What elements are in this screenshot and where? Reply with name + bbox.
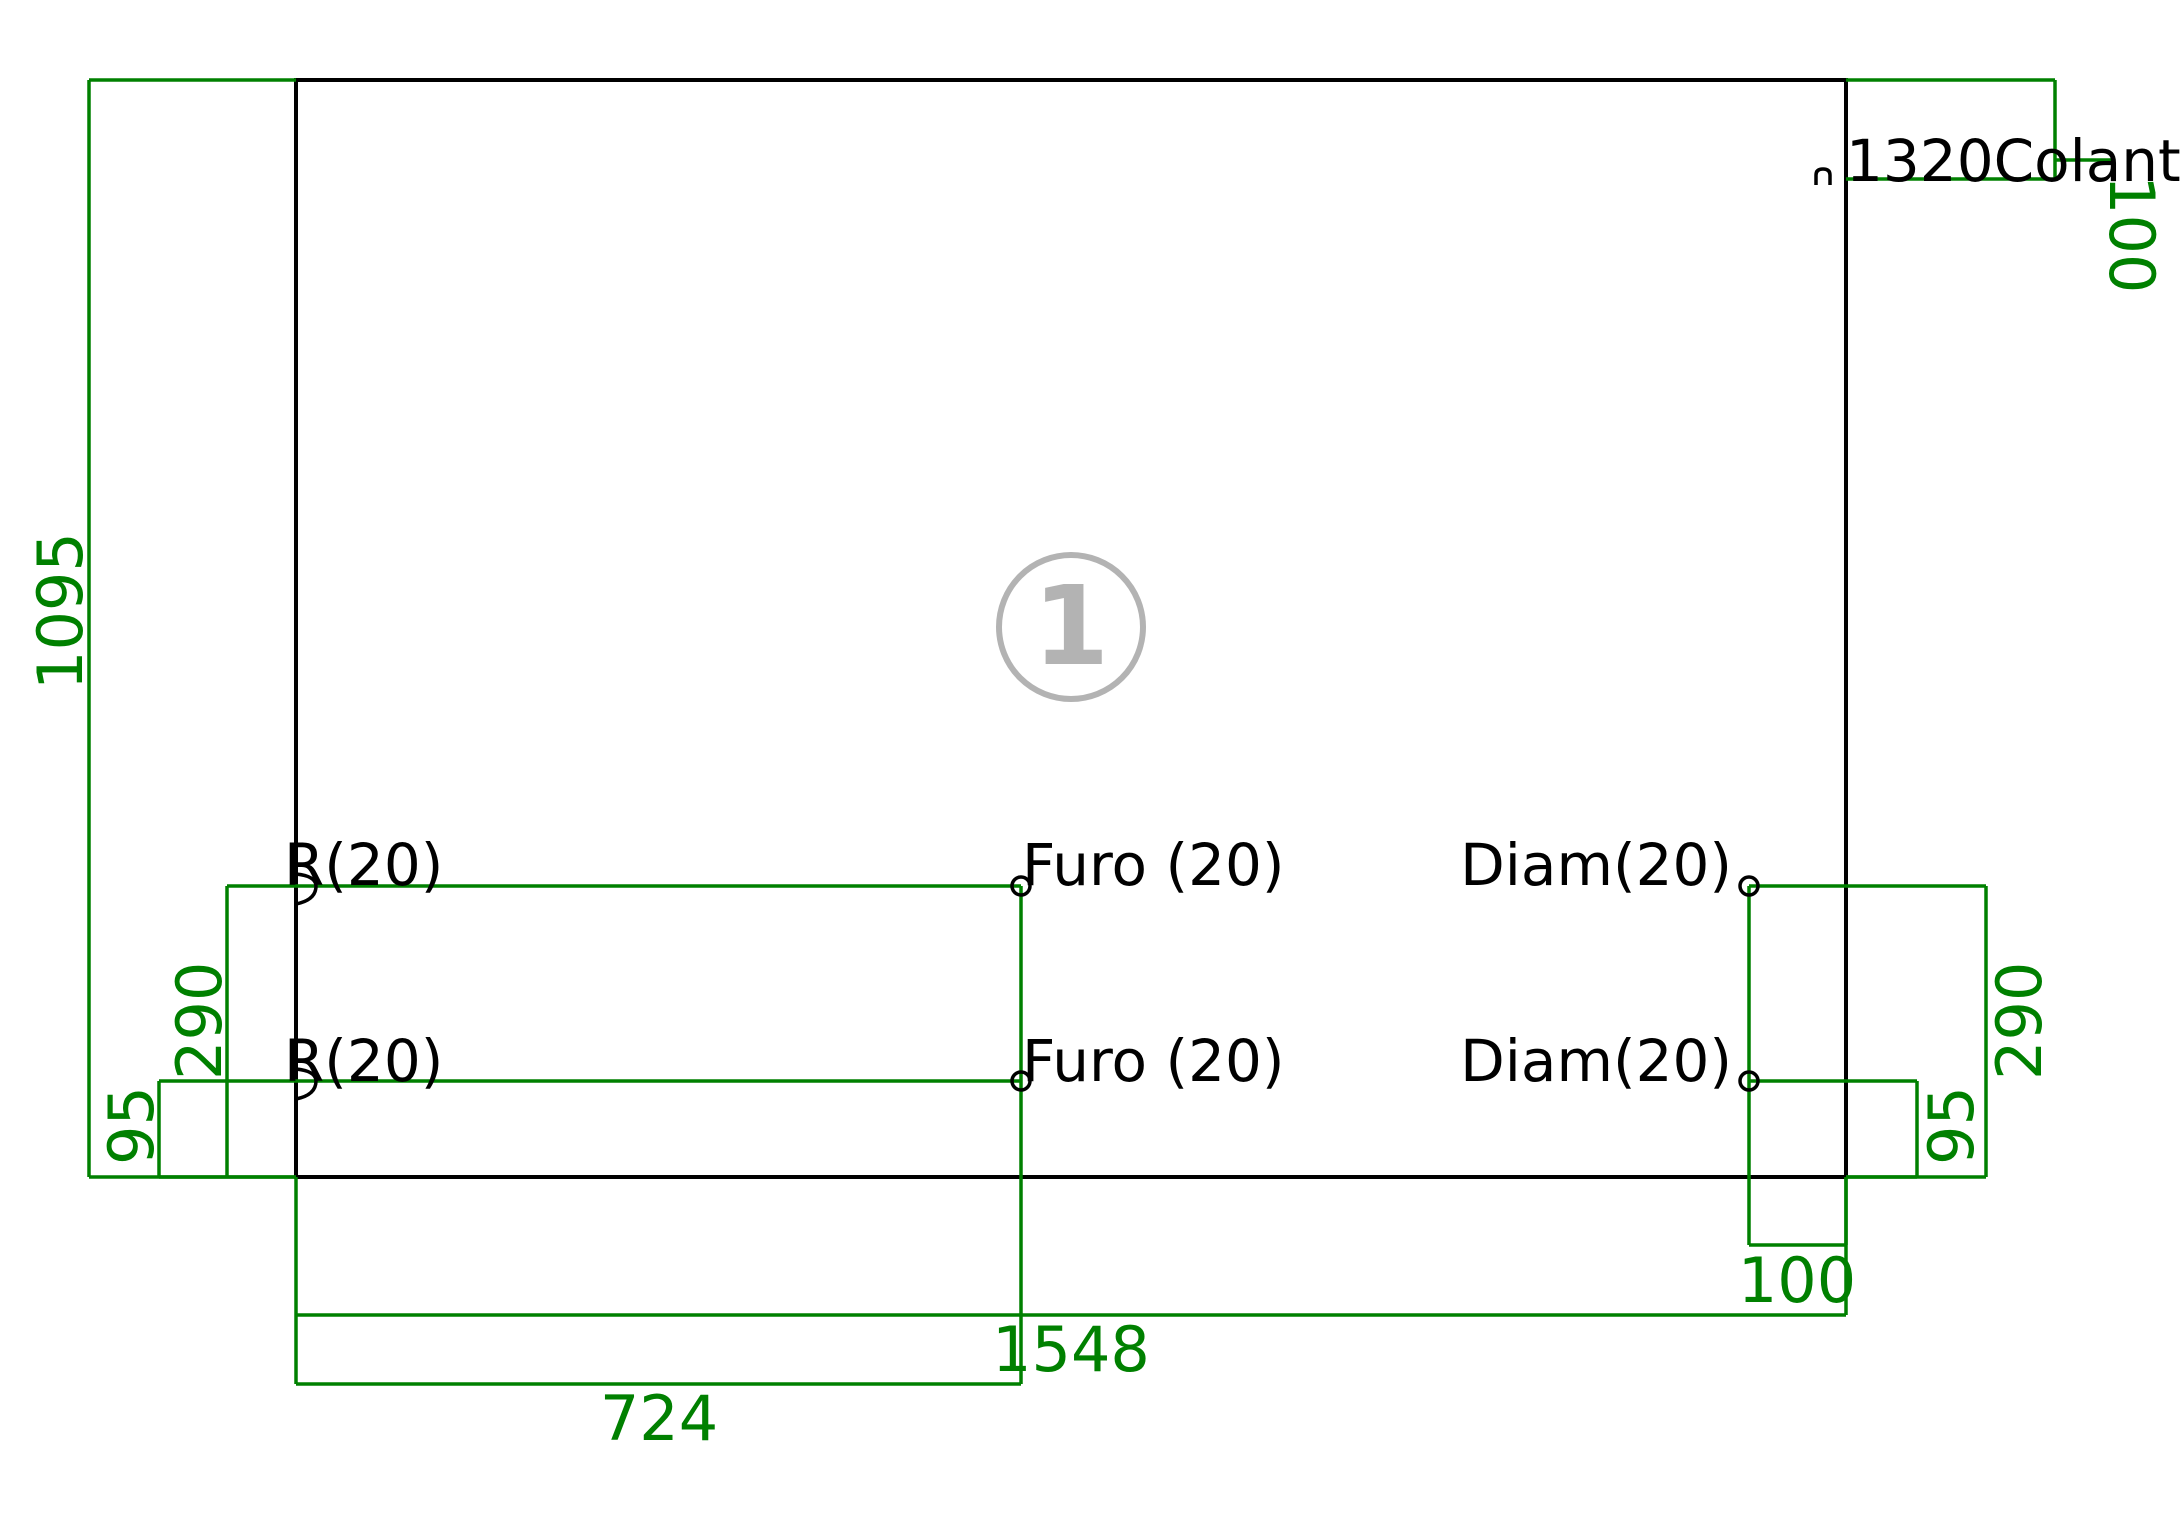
- part-marker-number: 1: [1033, 562, 1110, 690]
- dimension-label-top-right-offset: 100: [2095, 175, 2168, 293]
- hole-center-top-label: Furo (20): [1022, 831, 1285, 899]
- hole-right-top: [1738, 875, 1760, 897]
- edge-band-marker: [1814, 167, 1832, 185]
- part-outline: [294, 78, 1848, 1179]
- dimension-label-right-inset: 100: [1738, 1244, 1856, 1317]
- dimension-label-overall-width: 1548: [992, 1313, 1150, 1386]
- dimension-right-edge-offset: [1749, 1079, 1919, 1179]
- dimension-label-left-edge-offset: 95: [95, 1086, 168, 1165]
- dimension-label-center-offset: 724: [600, 1382, 718, 1455]
- hole-center-bottom-label: Furo (20): [1022, 1027, 1285, 1095]
- hole-right-top-label: Diam(20): [1460, 831, 1732, 899]
- corner-radius-arc-top: [295, 872, 318, 906]
- edge-band-label: 1320Colante: [1846, 127, 2183, 195]
- hole-right-bottom-label: Diam(20): [1460, 1027, 1732, 1095]
- dimension-right-inset: [1747, 886, 1848, 1247]
- dimension-label-left-row-offset: 290: [163, 962, 236, 1080]
- corner-radius-label-top: R(20): [284, 831, 443, 899]
- hole-center-top: [1010, 875, 1032, 897]
- dimension-top-right-offset: [1846, 78, 2115, 181]
- dimension-label-overall-height: 1095: [24, 532, 97, 690]
- dimension-label-right-edge-offset: 95: [1915, 1086, 1988, 1165]
- hole-right-bottom: [1738, 1070, 1760, 1092]
- corner-radius-label-bottom: R(20): [284, 1027, 443, 1095]
- dimension-left-row-offset: [225, 884, 1021, 1179]
- corner-radius-arc-bottom: [295, 1067, 318, 1101]
- dimension-center-offset: [296, 886, 1023, 1386]
- dimension-label-right-row-offset: 290: [1983, 962, 2056, 1080]
- dimension-left-edge-offset: [157, 1079, 1021, 1179]
- hole-center-bottom: [1010, 1070, 1032, 1092]
- part-marker-ring: [996, 552, 1146, 702]
